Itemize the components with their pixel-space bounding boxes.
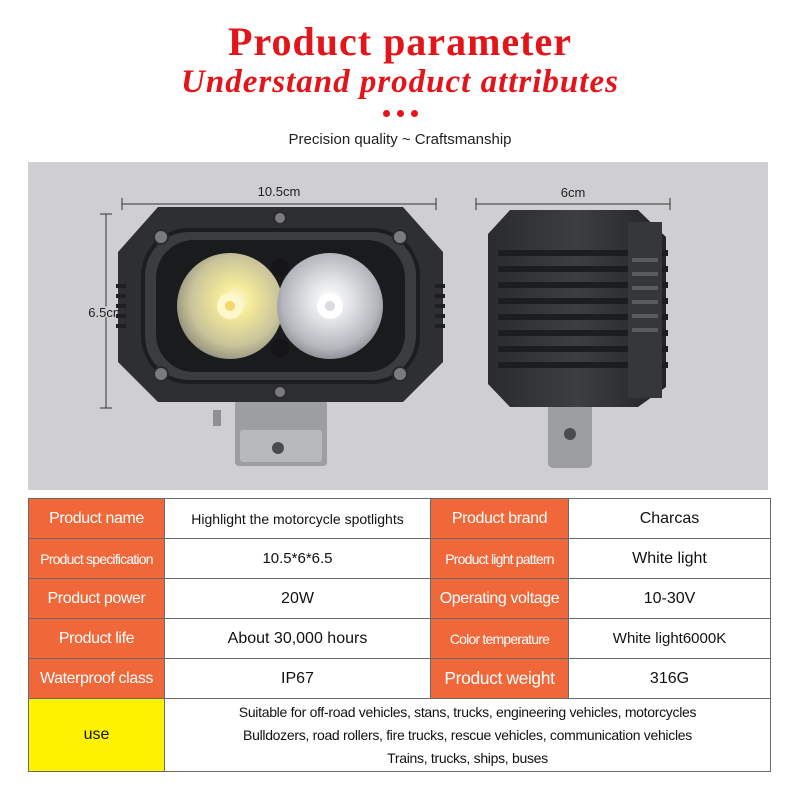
use-line: Suitable for off-road vehicles, stans, t… bbox=[238, 703, 697, 720]
product-life-value: About 30,000 hours bbox=[164, 618, 431, 659]
use-label: use bbox=[28, 698, 165, 772]
product-name-value: Highlight the motorcycle spotlights bbox=[164, 498, 431, 539]
spec-table: Product name Highlight the motorcycle sp… bbox=[28, 498, 771, 772]
side-width-label: 6cm bbox=[561, 185, 586, 200]
table-row: Product power 20W Operating voltage 10-3… bbox=[28, 578, 771, 619]
decorative-dots bbox=[0, 110, 800, 117]
operating-voltage-value: 10-30V bbox=[568, 578, 771, 619]
weight-label: Product weight bbox=[430, 658, 569, 699]
tagline: Precision quality ~ Craftsmanship bbox=[288, 131, 512, 148]
side-width-dimension bbox=[475, 198, 671, 210]
table-row: Waterproof class IP67 Product weight 316… bbox=[28, 658, 771, 699]
color-temperature-label: Color temperature bbox=[430, 618, 569, 659]
product-name-label: Product name bbox=[28, 498, 165, 539]
product-specification-value: 10.5*6*6.5 bbox=[164, 538, 431, 579]
weight-value: 316G bbox=[568, 658, 771, 699]
product-power-label: Product power bbox=[28, 578, 165, 619]
table-row: use Suitable for off-road vehicles, stan… bbox=[28, 698, 771, 772]
light-pattern-value: White light bbox=[568, 538, 771, 579]
operating-voltage-label: Operating voltage bbox=[430, 578, 569, 619]
side-view-lamp bbox=[488, 210, 668, 468]
use-line: Trains, trucks, ships, buses bbox=[387, 749, 548, 766]
page-title: Product parameter bbox=[228, 19, 572, 64]
front-height-label: 6.5cm bbox=[88, 305, 123, 320]
product-brand-value: Charcas bbox=[568, 498, 771, 539]
light-pattern-label: Product light pattern bbox=[430, 538, 569, 579]
page-subtitle: Understand product attributes bbox=[181, 64, 619, 100]
front-width-dimension bbox=[121, 198, 437, 210]
product-photo: 10.5cm 6.5cm bbox=[28, 162, 768, 490]
table-row: Product name Highlight the motorcycle sp… bbox=[28, 498, 771, 539]
use-list: Suitable for off-road vehicles, stans, t… bbox=[164, 698, 771, 772]
table-row: Product specification 10.5*6*6.5 Product… bbox=[28, 538, 771, 579]
product-brand-label: Product brand bbox=[430, 498, 569, 539]
front-width-label: 10.5cm bbox=[258, 184, 301, 199]
use-line: Bulldozers, road rollers, fire trucks, r… bbox=[243, 726, 692, 743]
color-temperature-value: White light6000K bbox=[568, 618, 771, 659]
waterproof-label: Waterproof class bbox=[28, 658, 165, 699]
front-view-lamp bbox=[116, 207, 445, 466]
product-power-value: 20W bbox=[164, 578, 431, 619]
product-specification-label: Product specification bbox=[28, 538, 165, 579]
table-row: Product life About 30,000 hours Color te… bbox=[28, 618, 771, 659]
front-height-dimension bbox=[100, 213, 112, 409]
product-life-label: Product life bbox=[28, 618, 165, 659]
waterproof-value: IP67 bbox=[164, 658, 431, 699]
